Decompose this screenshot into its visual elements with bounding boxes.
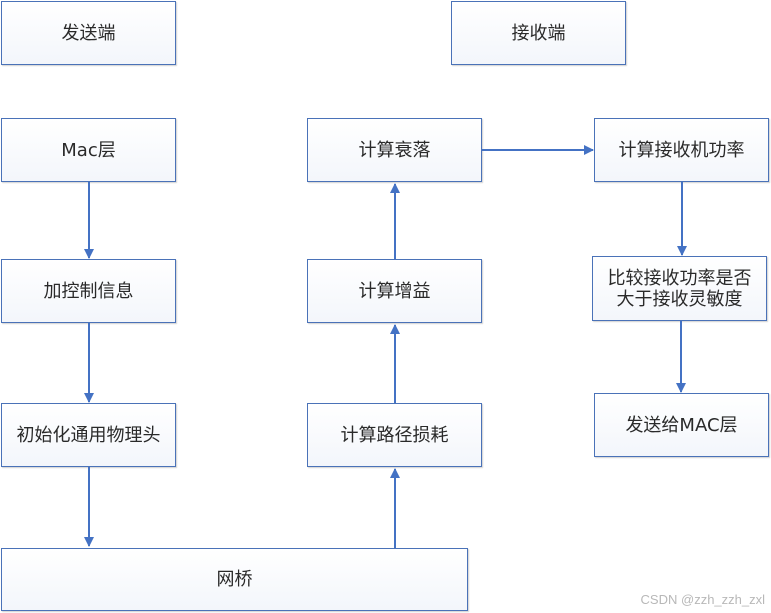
bridge-label: 网桥 [216,569,253,590]
compare-power-label: 比较接收功率是否大于接收灵敏度 [607,267,752,310]
calc-gain-label: 计算增益 [358,280,431,302]
add-control-node: 加控制信息 [1,259,176,323]
calc-fading-node: 计算衰落 [307,118,482,182]
init-phy-node: 初始化通用物理头 [1,403,176,467]
calc-rx-power-node: 计算接收机功率 [594,118,769,182]
init-phy-label: 初始化通用物理头 [16,424,161,446]
receiver-label: 接收端 [511,22,566,44]
mac-layer-label: Mac层 [61,139,116,161]
mac-layer-node: Mac层 [1,118,176,182]
add-control-label: 加控制信息 [43,280,134,302]
calc-rx-power-label: 计算接收机功率 [618,139,745,161]
compare-power-node: 比较接收功率是否大于接收灵敏度 [592,256,767,321]
watermark-text: CSDN @zzh_zzh_zxl [640,592,765,607]
send-to-mac-label: 发送给MAC层 [625,414,738,436]
bridge-node: 网桥 [1,548,468,611]
receiver-node: 接收端 [451,1,626,65]
sender-node: 发送端 [1,1,176,65]
calc-path-loss-node: 计算路径损耗 [307,403,482,467]
sender-label: 发送端 [61,22,116,44]
calc-fading-label: 计算衰落 [358,139,431,161]
send-to-mac-node: 发送给MAC层 [594,393,769,457]
calc-gain-node: 计算增益 [307,259,482,323]
calc-path-loss-label: 计算路径损耗 [340,424,449,446]
